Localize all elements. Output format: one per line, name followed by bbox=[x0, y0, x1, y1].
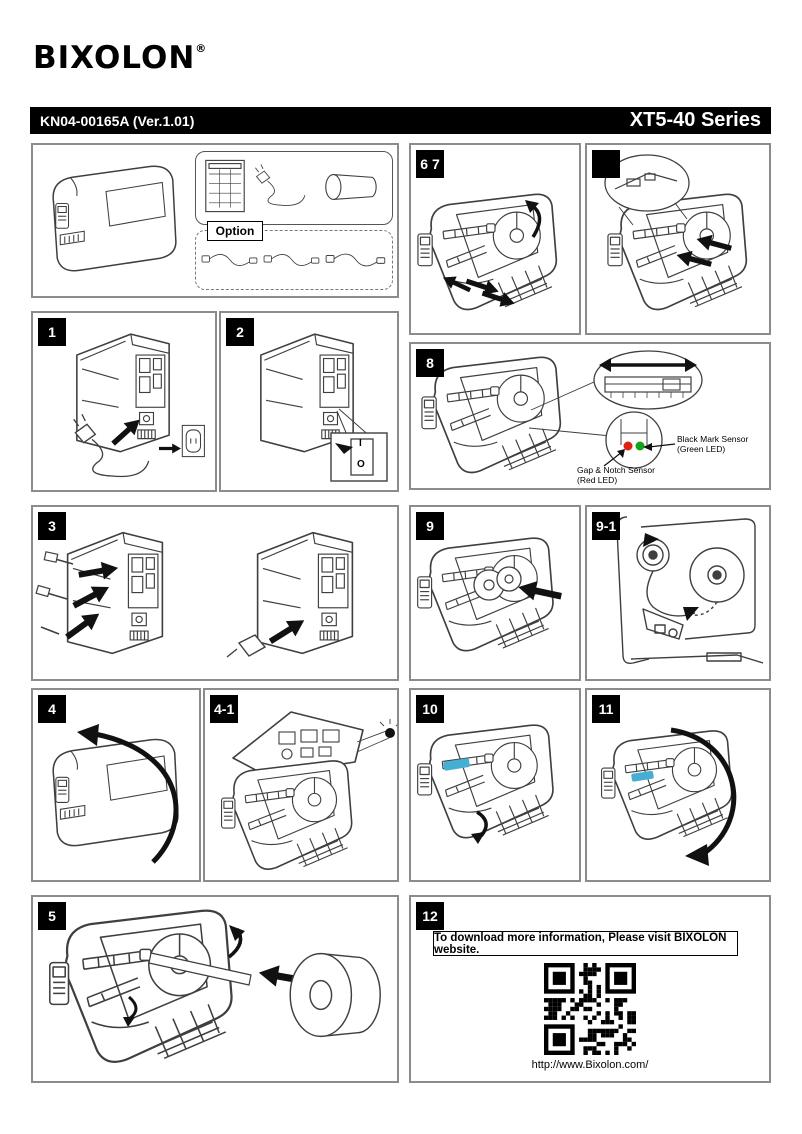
arrow-icon bbox=[685, 358, 697, 372]
printer-front-illustration bbox=[52, 165, 177, 272]
arrow-icon bbox=[335, 443, 353, 454]
step-badge-5: 5 bbox=[38, 902, 66, 930]
black-mark-sensor-label: Black Mark Sensor (Green LED) bbox=[677, 434, 749, 455]
power-switch-illustration bbox=[260, 333, 388, 482]
option-label: Option bbox=[207, 221, 263, 241]
arrow-icon bbox=[599, 358, 611, 372]
arrow-icon bbox=[683, 607, 699, 621]
step-badge-6-7: 6 7 bbox=[416, 150, 444, 178]
step-badge-11: 11 bbox=[592, 695, 620, 723]
magnifier-dot bbox=[385, 728, 395, 738]
panel-step4-1: 4-1 bbox=[203, 688, 399, 882]
panel-step7 bbox=[585, 143, 771, 335]
step-badge-10: 10 bbox=[416, 695, 444, 723]
doc-number: KN04-00165A (Ver.1.01) bbox=[40, 112, 195, 129]
step-badge-9-1: 9-1 bbox=[592, 512, 621, 540]
led-inset bbox=[605, 411, 663, 469]
series-title: XT5-40 Series bbox=[629, 109, 761, 131]
step-badge-9: 9 bbox=[416, 512, 444, 540]
panel-step6-7: 6 7 bbox=[409, 143, 581, 335]
panel-step2: 2 I O bbox=[219, 311, 399, 492]
curved-arrow-icon bbox=[94, 731, 179, 864]
panel-step8: 8 Black Mark Sensor (Green LED) Gap & No… bbox=[409, 342, 771, 490]
sensor-illustration bbox=[421, 350, 703, 474]
download-notice: To download more information, Please vis… bbox=[433, 931, 738, 956]
media-guide-illustration bbox=[604, 154, 748, 311]
panel-step1: 1 bbox=[31, 311, 217, 492]
paper-roll-illustration bbox=[289, 952, 381, 1038]
step-badge-4: 4 bbox=[38, 695, 66, 723]
step-badge-4-1: 4-1 bbox=[210, 695, 239, 723]
header-bar: KN04-00165A (Ver.1.01) XT5-40 Series bbox=[30, 107, 771, 134]
step-badge-7 bbox=[592, 150, 620, 178]
magnified-inset bbox=[604, 154, 690, 212]
curved-arrow-icon bbox=[670, 727, 737, 857]
panel-accessories: Option bbox=[31, 143, 399, 298]
step-badge-2: 2 bbox=[226, 318, 254, 346]
arrow-icon bbox=[643, 533, 659, 547]
panel-step10: 10 bbox=[409, 688, 581, 882]
logo-text: BIXOLON bbox=[33, 40, 196, 76]
switch-off-label: O bbox=[357, 459, 365, 470]
ribbon-path-illustration bbox=[616, 516, 764, 665]
gap-notch-led bbox=[623, 441, 633, 451]
step-badge-3: 3 bbox=[38, 512, 66, 540]
open-cover-illustration bbox=[52, 724, 179, 864]
website-url: http://www.Bixolon.com/ bbox=[531, 1059, 649, 1071]
registered-mark: ® bbox=[195, 42, 208, 55]
panel-step5: 5 bbox=[31, 895, 399, 1083]
bixolon-logo: BIXOLON® bbox=[33, 40, 207, 76]
latch-highlight bbox=[443, 758, 470, 771]
opened-printer-illustration bbox=[220, 711, 397, 870]
panel-step4: 4 bbox=[31, 688, 201, 882]
step-badge-8: 8 bbox=[416, 349, 444, 377]
interface-connect-illustration bbox=[35, 531, 354, 658]
step-badge-1: 1 bbox=[38, 318, 66, 346]
panel-step12: 12 To download more information, Please … bbox=[409, 895, 771, 1083]
switch-on-label: I bbox=[359, 438, 362, 449]
panel-step11: 11 bbox=[585, 688, 771, 882]
ribbon-loading-illustration bbox=[416, 537, 564, 652]
panel-step9: 9 bbox=[409, 505, 581, 681]
gap-notch-sensor-label: Gap & Notch Sensor (Red LED) bbox=[577, 465, 655, 486]
close-cover-illustration bbox=[600, 727, 737, 866]
arrow-icon bbox=[159, 443, 181, 454]
qr-code bbox=[544, 963, 636, 1055]
latch-highlight bbox=[631, 770, 654, 782]
wall-outlet-icon bbox=[181, 424, 205, 458]
panel-step3: 3 bbox=[31, 505, 399, 681]
accessories-box bbox=[195, 151, 393, 225]
option-box-outline bbox=[195, 230, 393, 290]
connector-plug bbox=[237, 634, 267, 657]
black-mark-led bbox=[635, 441, 645, 451]
panel-step9-1: 9-1 bbox=[585, 505, 771, 681]
roll-loading-illustration bbox=[48, 909, 381, 1063]
step-badge-12: 12 bbox=[416, 902, 444, 930]
media-loading-illustration bbox=[417, 193, 558, 311]
media-guide-bar bbox=[148, 952, 252, 986]
latch-illustration bbox=[416, 724, 554, 844]
